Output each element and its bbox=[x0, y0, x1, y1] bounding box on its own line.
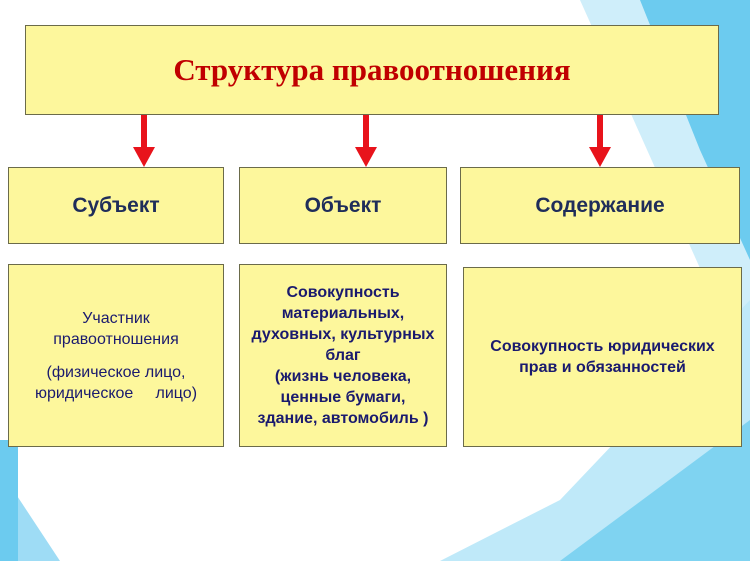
subject-line-1: Участник bbox=[82, 309, 150, 327]
object-line-6: ценные бумаги, bbox=[280, 389, 406, 406]
object-description: Совокупность материальных, духовных, кул… bbox=[252, 282, 435, 429]
content-description-box: Совокупность юридических прав и обязанно… bbox=[463, 267, 742, 447]
content-line-2: прав и обязанностей bbox=[519, 359, 686, 376]
content-heading: Содержание bbox=[535, 193, 665, 217]
subject-line-3 bbox=[35, 350, 197, 362]
arrow-object bbox=[355, 115, 377, 167]
subject-line-4: (физическое лицо, bbox=[46, 363, 186, 381]
object-line-5: (жизнь человека, bbox=[274, 368, 412, 385]
content-line-1: Совокупность юридических bbox=[490, 338, 715, 355]
object-line-4: благ bbox=[325, 347, 361, 364]
subject-line-5: юридическое лицо) bbox=[34, 384, 198, 402]
subject-heading-box: Субъект bbox=[8, 167, 224, 244]
arrow-subject bbox=[133, 115, 155, 167]
object-line-3: духовных, культурных bbox=[251, 326, 435, 343]
object-heading: Объект bbox=[304, 193, 382, 217]
subject-line-2: правоотношения bbox=[53, 330, 179, 348]
content-description: Совокупность юридических прав и обязанно… bbox=[490, 336, 714, 378]
object-line-7: здание, автомобиль ) bbox=[257, 410, 429, 427]
object-heading-box: Объект bbox=[239, 167, 447, 244]
object-line-2: материальных, bbox=[281, 305, 405, 322]
bg-shape-left-strip bbox=[0, 440, 18, 561]
content-heading-box: Содержание bbox=[460, 167, 740, 244]
subject-description-box: Участник правоотношения (физическое лицо… bbox=[8, 264, 224, 447]
object-description-box: Совокупность материальных, духовных, кул… bbox=[239, 264, 447, 447]
object-line-1: Совокупность bbox=[286, 284, 400, 301]
arrow-content bbox=[589, 115, 611, 167]
diagram-title: Структура правоотношения bbox=[173, 52, 571, 87]
bg-shape-bottom-right-2 bbox=[560, 420, 750, 561]
subject-description: Участник правоотношения (физическое лицо… bbox=[35, 308, 197, 404]
subject-heading: Субъект bbox=[72, 193, 160, 217]
title-box: Структура правоотношения bbox=[25, 25, 719, 115]
